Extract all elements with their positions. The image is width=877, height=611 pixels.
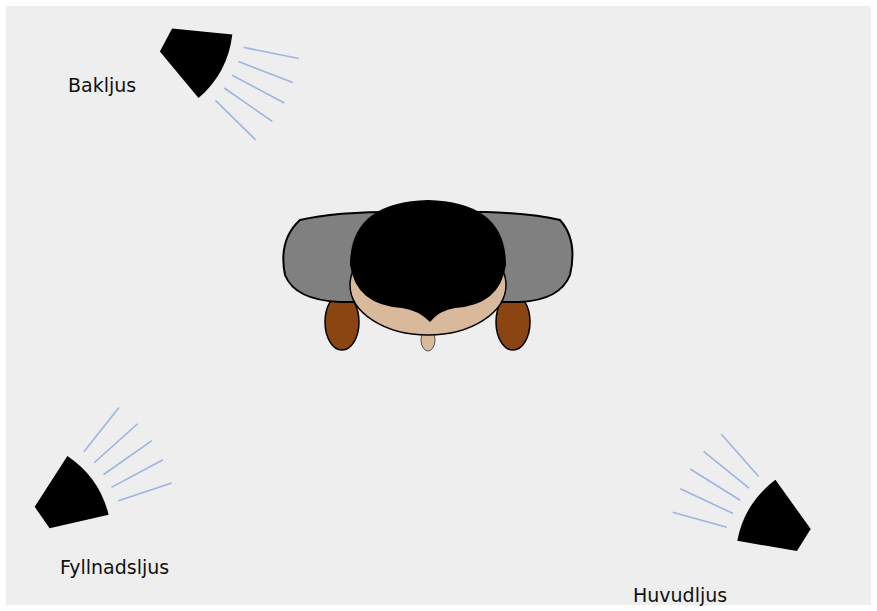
key-light: [666, 430, 828, 579]
light-label: Huvudljus: [633, 584, 727, 607]
light-label: Fyllnadsljus: [60, 556, 169, 579]
person-top-view: [283, 200, 572, 351]
fill-light: [16, 403, 179, 555]
back-light: [144, 0, 306, 144]
light-label: Bakljus: [68, 74, 136, 97]
backdrop: [6, 6, 871, 605]
